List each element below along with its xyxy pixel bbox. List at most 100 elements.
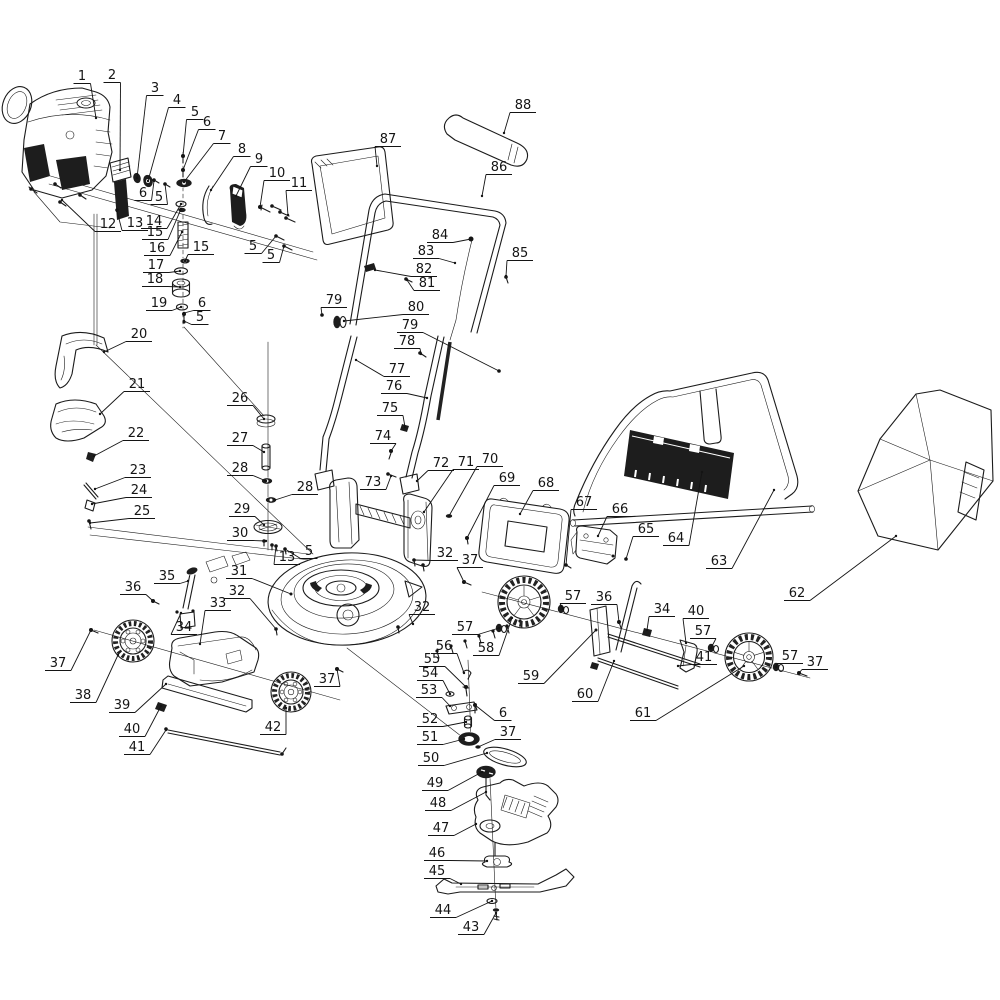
rear-left-wheel-drawing — [462, 575, 570, 634]
engine-drawing — [1, 86, 113, 229]
callout-74: 74 — [370, 429, 397, 453]
svg-text:39: 39 — [114, 698, 131, 713]
svg-text:49: 49 — [427, 776, 444, 791]
callout-86: 86 — [480, 160, 512, 198]
callout-36: 36 — [591, 590, 621, 624]
callout-4: 4 — [146, 93, 186, 183]
door-bracket-drawing — [570, 525, 618, 565]
callout-34: 34 — [170, 611, 197, 635]
callout-5: 5 — [150, 182, 168, 205]
callout-76: 76 — [381, 379, 429, 400]
svg-text:82: 82 — [416, 262, 433, 277]
svg-text:38: 38 — [75, 688, 92, 703]
callout-29: 29 — [229, 502, 266, 527]
callout-79: 79 — [320, 293, 347, 317]
svg-text:5: 5 — [155, 190, 163, 205]
svg-text:44: 44 — [435, 903, 452, 918]
callout-20: 20 — [102, 327, 152, 354]
callout-60: 60 — [572, 659, 616, 702]
callout-33: 33 — [198, 596, 231, 646]
svg-text:5: 5 — [196, 310, 204, 325]
svg-text:70: 70 — [482, 452, 499, 467]
svg-text:66: 66 — [612, 502, 629, 517]
svg-text:57: 57 — [782, 649, 799, 664]
svg-text:83: 83 — [418, 244, 435, 259]
svg-text:79: 79 — [402, 318, 419, 333]
callout-65: 65 — [624, 522, 659, 561]
callout-72: 72 — [415, 456, 454, 483]
callout-53: 53 — [416, 683, 452, 708]
callout-63: 63 — [706, 488, 776, 569]
callout-87: 87 — [374, 132, 401, 168]
svg-text:58: 58 — [478, 641, 495, 656]
svg-text:61: 61 — [635, 706, 652, 721]
callout-83: 83 — [413, 244, 457, 265]
svg-text:5: 5 — [249, 239, 257, 254]
callout-27: 27 — [227, 431, 266, 454]
svg-text:50: 50 — [423, 751, 440, 766]
callout-81: 81 — [405, 276, 440, 291]
callout-69: 69 — [465, 471, 520, 540]
callout-5: 5 — [262, 244, 286, 263]
svg-text:4: 4 — [173, 93, 181, 108]
svg-text:13: 13 — [279, 550, 296, 565]
svg-text:88: 88 — [515, 98, 532, 113]
callout-34: 34 — [645, 602, 675, 632]
svg-text:27: 27 — [232, 431, 249, 446]
callout-16: 16 — [144, 230, 184, 256]
callout-82: 82 — [373, 262, 437, 277]
svg-text:36: 36 — [596, 590, 613, 605]
callout-10: 10 — [258, 166, 290, 209]
svg-text:73: 73 — [365, 475, 382, 490]
callout-88: 88 — [502, 98, 536, 135]
svg-text:72: 72 — [433, 456, 450, 471]
callout-5: 5 — [244, 234, 278, 254]
callout-40: 40 — [119, 704, 163, 737]
svg-text:9: 9 — [255, 152, 263, 167]
callout-41: 41 — [676, 650, 717, 668]
callout-80: 80 — [342, 300, 429, 323]
svg-text:3: 3 — [151, 81, 159, 96]
svg-text:86: 86 — [491, 160, 508, 175]
svg-text:5: 5 — [305, 544, 313, 559]
svg-text:64: 64 — [668, 531, 685, 546]
callout-13: 13 — [273, 544, 300, 565]
svg-text:6: 6 — [499, 706, 507, 721]
height-adjuster-right-drawing — [589, 580, 701, 690]
svg-text:26: 26 — [232, 391, 249, 406]
callout-40: 40 — [682, 604, 709, 645]
svg-text:57: 57 — [695, 624, 712, 639]
svg-text:17: 17 — [148, 258, 165, 273]
callout-13: 13 — [115, 209, 148, 231]
svg-text:24: 24 — [131, 483, 148, 498]
callout-79: 79 — [397, 318, 501, 373]
callout-32: 32 — [224, 584, 278, 631]
callout-48: 48 — [425, 790, 488, 811]
callout-61: 61 — [630, 664, 746, 721]
svg-text:74: 74 — [375, 429, 392, 444]
svg-text:5: 5 — [191, 105, 199, 120]
svg-text:60: 60 — [577, 687, 594, 702]
svg-text:40: 40 — [688, 604, 705, 619]
svg-text:33: 33 — [210, 596, 227, 611]
control-shaft-stack-drawing — [253, 414, 287, 555]
svg-text:62: 62 — [789, 586, 806, 601]
svg-text:20: 20 — [131, 327, 148, 342]
callout-55: 55 — [419, 652, 468, 689]
svg-text:80: 80 — [408, 300, 425, 315]
svg-text:36: 36 — [125, 580, 142, 595]
callout-58: 58 — [473, 616, 514, 656]
callout-37: 37 — [476, 725, 521, 749]
callout-49: 49 — [422, 770, 484, 791]
svg-text:13: 13 — [127, 216, 144, 231]
svg-text:56: 56 — [436, 639, 453, 654]
callout-59: 59 — [518, 628, 598, 684]
svg-text:1: 1 — [78, 69, 86, 84]
svg-text:71: 71 — [458, 455, 475, 470]
callout-50: 50 — [418, 751, 489, 766]
svg-text:85: 85 — [512, 246, 529, 261]
svg-text:59: 59 — [523, 669, 540, 684]
svg-text:57: 57 — [457, 620, 474, 635]
callout-5: 5 — [182, 310, 209, 325]
